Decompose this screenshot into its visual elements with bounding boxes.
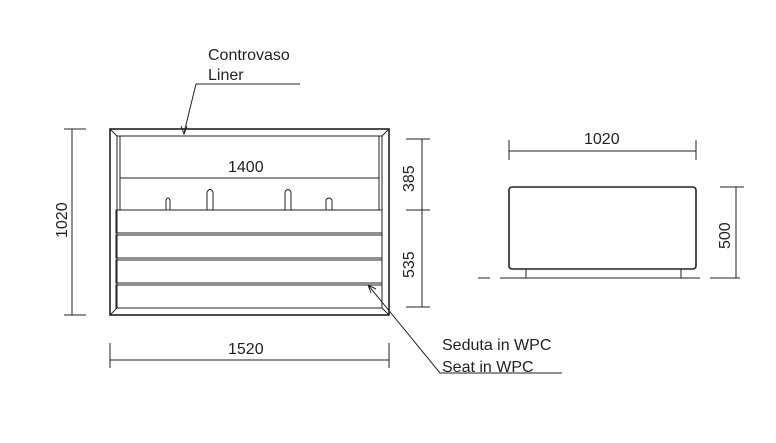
dim-overall-height: 1020 xyxy=(54,128,86,316)
side-base xyxy=(525,268,682,279)
seat-label-en: Seat in WPC xyxy=(442,359,534,376)
seat-slat-4 xyxy=(115,284,383,309)
hook-3 xyxy=(284,189,292,210)
seat-leader xyxy=(367,284,562,374)
dim-1400: 1400 xyxy=(228,159,264,176)
liner-label-it: Controvaso xyxy=(208,47,290,64)
hook-4 xyxy=(325,197,333,210)
seat-slat-1 xyxy=(115,209,383,234)
liner-leader xyxy=(183,83,300,134)
svg-text:500: 500 xyxy=(717,222,734,249)
side-view xyxy=(478,186,740,279)
dim-overall-width: 1520 xyxy=(109,341,390,368)
seat-slat-3 xyxy=(115,259,383,284)
svg-text:535: 535 xyxy=(401,251,418,278)
side-body xyxy=(508,186,697,270)
dim-side-depth: 1020 xyxy=(508,131,697,160)
svg-text:1020: 1020 xyxy=(54,202,71,238)
dim-side-height: 500 xyxy=(717,186,744,278)
svg-text:385: 385 xyxy=(401,165,418,192)
seat-label-it: Seduta in WPC xyxy=(442,337,551,354)
front-outer-frame xyxy=(109,128,390,316)
liner-label-en: Liner xyxy=(208,67,244,84)
hook-1 xyxy=(165,197,171,210)
dim-right-vertical: 385 535 xyxy=(401,138,430,308)
svg-text:1520: 1520 xyxy=(228,341,264,358)
seat-slat-2 xyxy=(115,234,383,259)
front-view xyxy=(109,83,562,374)
svg-text:1020: 1020 xyxy=(584,131,620,148)
hook-2 xyxy=(206,189,214,210)
